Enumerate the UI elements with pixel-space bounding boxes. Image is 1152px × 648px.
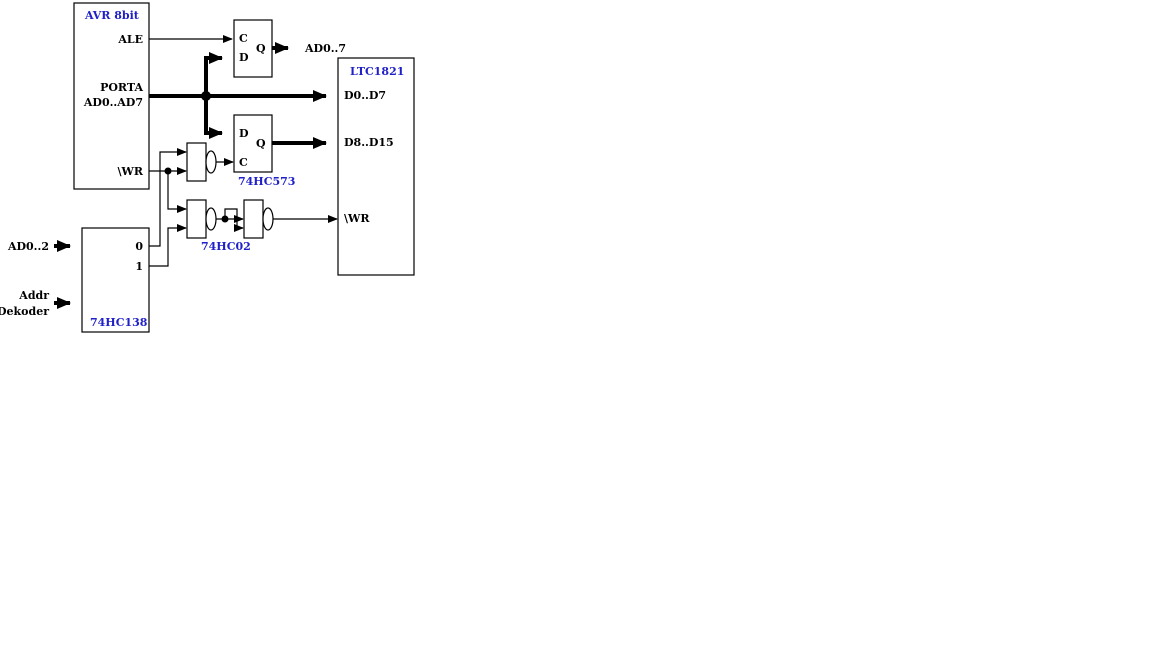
nor-junction-dot (221, 215, 229, 223)
latch-top-output-label: AD0..7 (304, 42, 346, 55)
avr-pin-ad: AD0..AD7 (83, 96, 143, 109)
latch-top-block (233, 19, 273, 78)
avr-pin-wr: \WR (117, 165, 143, 178)
nor-to-inverter-wire-b (224, 208, 244, 232)
latch-top-pin-d: D (239, 51, 249, 64)
decoder-input-ad: AD0..2 (7, 240, 49, 253)
decoder-out0: 0 (135, 240, 143, 253)
decoder-block (81, 227, 150, 333)
data-bus-to-latch-bottom (204, 96, 223, 139)
latch-bottom-block (233, 114, 273, 173)
nor-gate-decoder (186, 199, 217, 239)
decoder-input-dekoder: Dekoder (0, 305, 49, 318)
wr-branch-wire (167, 171, 187, 213)
nor-gate-inverter (243, 199, 274, 239)
ltc-pin-d0: D0..D7 (344, 89, 386, 102)
latch-top-pin-q: Q (256, 42, 266, 55)
avr-block (73, 2, 150, 190)
latch-bottom-pin-d: D (239, 127, 249, 140)
latch-top-pin-c: C (239, 32, 248, 45)
decoder-out0-wire (149, 148, 187, 247)
ltc1821-block (337, 57, 415, 276)
avr-title: AVR 8bit (84, 9, 140, 22)
avr-pin-porta: PORTA (100, 81, 143, 94)
decoder-chip-label: 74HC138 (90, 316, 148, 329)
data-bus-to-latch-top (204, 52, 223, 96)
avr-pin-ale: ALE (117, 33, 143, 46)
nor-chip-label: 74HC02 (201, 240, 251, 253)
nor-gate-wr (186, 142, 217, 182)
decoder-out1: 1 (135, 260, 143, 273)
latch-bottom-pin-q: Q (256, 137, 266, 150)
ltc-title: LTC1821 (350, 65, 404, 78)
ltc-pin-d8: D8..D15 (344, 136, 394, 149)
decoder-input-addr: Addr (18, 289, 49, 302)
decoder-out1-wire (149, 224, 187, 267)
wr-junction-dot (164, 167, 172, 175)
ltc-pin-wr: \WR (344, 212, 370, 225)
latch-bottom-pin-c: C (239, 156, 248, 169)
latch-chip-label: 74HC573 (238, 175, 295, 188)
